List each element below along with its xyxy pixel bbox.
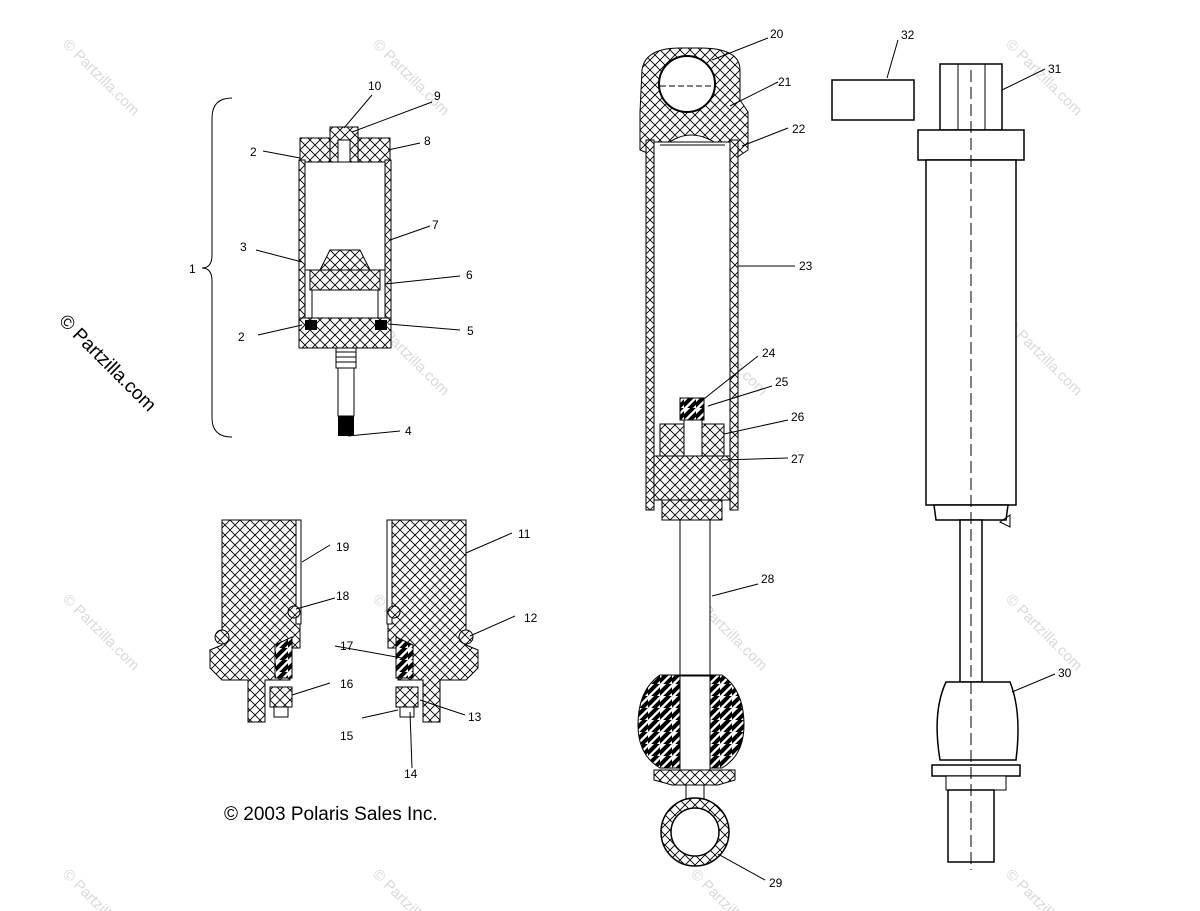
watermark: © Partzilla.com (687, 866, 770, 911)
watermark-large: © Partzilla.com (54, 311, 159, 416)
watermark: © Partzilla.com (59, 866, 142, 911)
callout-7: 7 (432, 218, 439, 232)
callout-31: 31 (1048, 62, 1062, 76)
callout-23: 23 (799, 259, 813, 273)
callout-24: 24 (762, 346, 776, 360)
seal-head-section (209, 519, 516, 769)
shock-exterior (831, 39, 1056, 870)
shock-cross-section (637, 37, 795, 881)
callout-19: 19 (336, 540, 350, 554)
callout-26: 26 (791, 410, 805, 424)
callout-28: 28 (761, 572, 775, 586)
callout-17: 17 (340, 639, 354, 653)
callout-30: 30 (1058, 666, 1072, 680)
callout-2: 2 (250, 145, 257, 159)
callout-3: 3 (240, 240, 247, 254)
callout-32: 32 (901, 28, 915, 42)
callout-14: 14 (404, 767, 418, 781)
callout-21: 21 (778, 75, 792, 89)
reservoir-assembly (201, 94, 461, 438)
callout-27: 27 (791, 452, 805, 466)
callout-4: 4 (405, 424, 412, 438)
watermark: © Partzilla.com (59, 36, 142, 119)
watermark: © Partzilla.com (369, 866, 452, 911)
callout-18: 18 (336, 589, 350, 603)
callout-6: 6 (466, 268, 473, 282)
callout-29: 29 (769, 876, 783, 890)
callout-22: 22 (792, 122, 806, 136)
callout-8: 8 (424, 134, 431, 148)
callout-10: 10 (368, 79, 382, 93)
callout-15: 15 (340, 729, 354, 743)
watermark: © Partzilla.com (1002, 866, 1085, 911)
watermark: © Partzilla.com (369, 36, 452, 119)
callout-20: 20 (770, 27, 784, 41)
watermark: © Partzilla.com (1002, 591, 1085, 674)
callout-12: 12 (524, 611, 538, 625)
watermark: © Partzilla.com (1002, 36, 1085, 119)
copyright-notice: © 2003 Polaris Sales Inc. (224, 804, 438, 825)
callout-13: 13 (468, 710, 482, 724)
callout-25: 25 (775, 375, 789, 389)
callout-16: 16 (340, 677, 354, 691)
callouts: 1 2 2 3 4 5 6 7 8 9 10 11 12 13 14 15 16… (189, 27, 1072, 890)
callout-11: 11 (518, 527, 531, 541)
watermark: © Partzilla.com (59, 591, 142, 674)
callout-9: 9 (434, 89, 441, 103)
callout-5: 5 (467, 324, 474, 338)
callout-2b: 2 (238, 330, 245, 344)
callout-1: 1 (189, 262, 196, 276)
